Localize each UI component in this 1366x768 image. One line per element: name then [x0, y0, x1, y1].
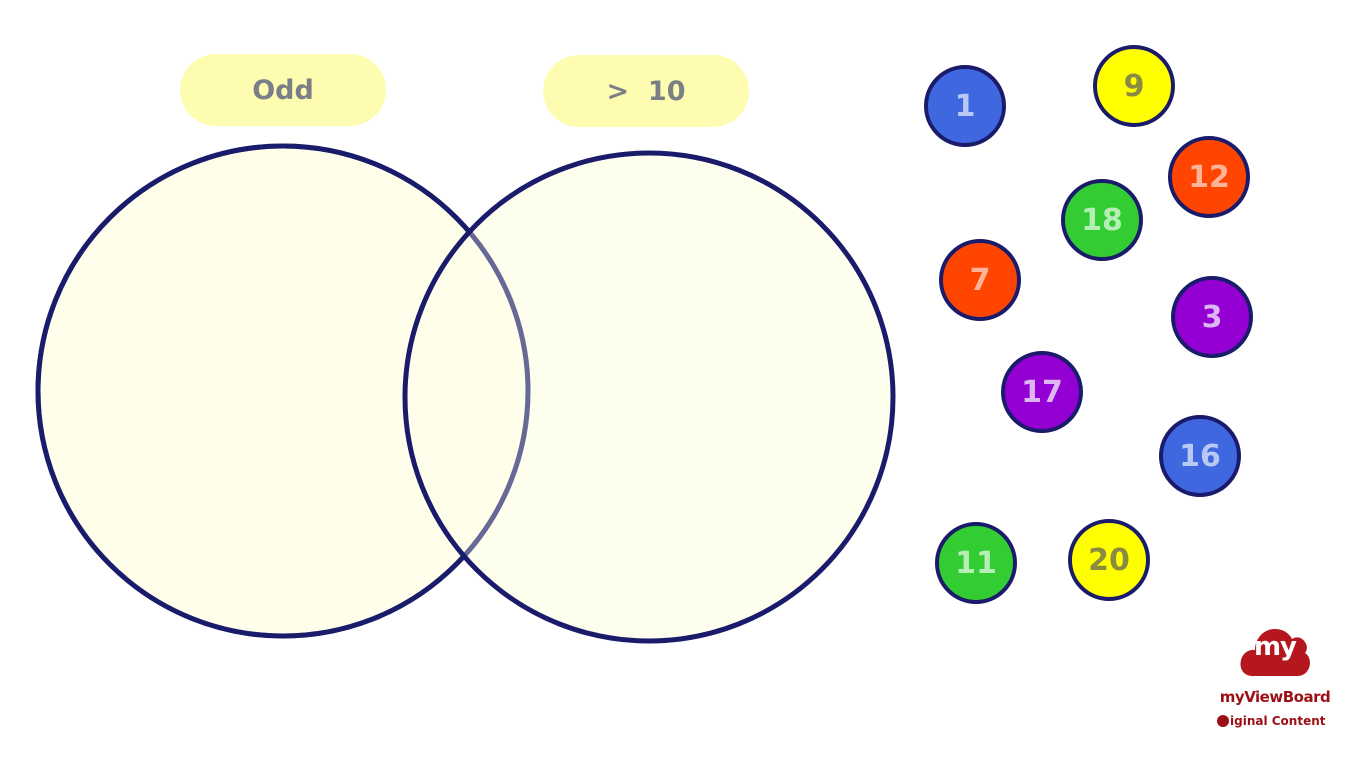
- number-token-3[interactable]: 3: [1171, 276, 1253, 358]
- number-token-label: 9: [1123, 68, 1145, 104]
- logo-brand: myViewBoard: [1219, 688, 1331, 706]
- number-token-label: 3: [1201, 299, 1223, 335]
- number-token-18[interactable]: 18: [1061, 179, 1143, 261]
- cloud-icon: [1240, 629, 1310, 676]
- number-token-label: 18: [1081, 202, 1123, 238]
- logo-mark: my: [1253, 632, 1297, 662]
- number-token-label: 17: [1021, 374, 1063, 410]
- venn-circle-greater-than-10: [402, 150, 896, 644]
- myviewboard-logo: my myViewBoard iginal Content: [1212, 618, 1338, 738]
- logo-subtitle: iginal Content: [1217, 714, 1343, 728]
- number-token-12[interactable]: 12: [1168, 136, 1250, 218]
- number-token-11[interactable]: 11: [935, 522, 1017, 604]
- number-token-label: 11: [955, 545, 997, 581]
- number-token-label: 20: [1088, 542, 1130, 578]
- number-token-16[interactable]: 16: [1159, 415, 1241, 497]
- number-token-label: 12: [1188, 159, 1230, 195]
- number-token-7[interactable]: 7: [939, 239, 1021, 321]
- number-token-1[interactable]: 1: [924, 65, 1006, 147]
- logo-subtitle-text: iginal Content: [1230, 714, 1326, 728]
- number-token-label: 1: [954, 88, 976, 124]
- label-odd[interactable]: Odd: [180, 54, 386, 126]
- label-greater-than-10[interactable]: > 10: [543, 55, 749, 127]
- number-token-17[interactable]: 17: [1001, 351, 1083, 433]
- number-token-label: 16: [1179, 438, 1221, 474]
- number-token-label: 7: [969, 262, 991, 298]
- original-mark-icon: [1217, 715, 1229, 727]
- number-token-20[interactable]: 20: [1068, 519, 1150, 601]
- number-token-9[interactable]: 9: [1093, 45, 1175, 127]
- venn-circle-odd-outline-behind: [35, 143, 531, 639]
